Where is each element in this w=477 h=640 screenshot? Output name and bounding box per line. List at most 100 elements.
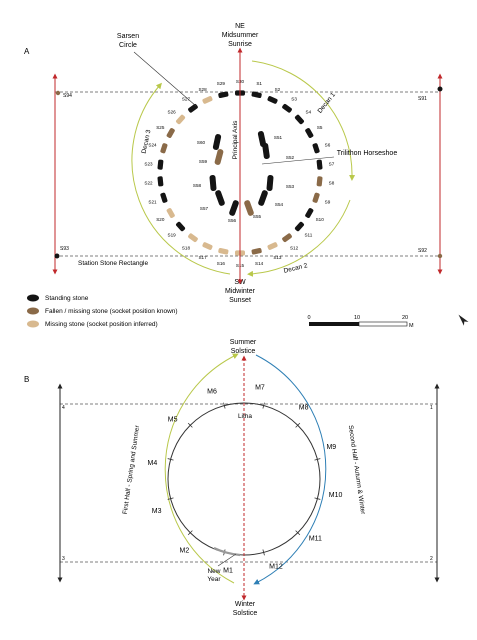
first-half-label: First Half - Spring and Summer [122,424,142,515]
legend-swatch-standing [27,294,39,302]
station-stone-marker [437,86,443,92]
trilithon-stone-label: S54 [275,202,284,207]
sarsen-stone-label: S10 [316,217,325,222]
sarsen-stone [312,192,320,203]
sarsen-stone [166,128,175,138]
decan-3-arc [131,82,231,275]
sarsen-stone [176,114,186,125]
trilithon-stone [258,190,268,206]
sarsen-stone [267,96,278,104]
new-year-leader [217,553,237,567]
scale-bar-empty [358,321,408,327]
sarsen-stone [251,91,262,98]
sarsen-stone [218,91,229,98]
sarsen-stone [218,248,229,255]
trilithon-stone-label: S60 [197,140,206,145]
sarsen-stone [202,242,213,250]
sarsen-stone-label: S1 [256,81,262,86]
month-tick [187,530,193,536]
scale-bar-filled [309,322,359,326]
legend-swatch-missing [27,320,39,328]
sarsen-stone-label: S4 [306,109,312,114]
ne-label-1: NE [235,23,245,30]
sarsen-stone-label: S24 [148,143,157,148]
second-half-label: Second Half - Autumn & Winter [347,425,367,516]
sarsen-stone [316,176,323,187]
trilithon-stone [214,149,224,165]
sarsen-stone-label: S27 [182,97,191,102]
trilithon-stone [209,174,217,192]
legend-fallen-label: Fallen / missing stone (socket position … [45,308,178,315]
month-label: M4 [148,460,158,467]
trilithon-stone-label: S55 [253,214,262,219]
month-label: M1 [223,568,233,575]
month-label: M10 [329,492,343,499]
second-half-arc [253,354,327,585]
sarsen-stone-label: S14 [255,261,264,266]
month-label: M8 [299,405,309,412]
trilithon-stone [244,200,254,216]
sarsen-stone-label: S19 [168,233,177,238]
legend-standing-label: Standing stone [45,295,89,302]
station-stone-marker [54,253,60,259]
trilithon-stone-label: S58 [193,183,202,188]
decan-1-arc [251,60,356,181]
sarsen-stone [157,159,164,170]
sarsen-stone [176,221,186,232]
panel-a-label: A [24,47,30,56]
sarsen-stone-label: S11 [304,233,312,238]
month-label: M5 [168,416,178,423]
new-year-2: Year [207,576,221,583]
new-year-marker [213,546,241,557]
month-tick [167,497,174,500]
station-stone-s92: S92 [418,248,427,254]
first-half-arc [164,353,239,584]
trilithon-leader [261,156,335,165]
sarsen-stone [282,103,292,113]
sarsen-stone-label: S22 [144,181,153,186]
month-tick [295,530,301,536]
sarsen-leader [133,51,197,107]
scale-tick-0: 0 [307,315,310,321]
winter-solstice-2: Solstice [233,610,258,617]
sarsen-label-1: Sarsen [117,33,139,40]
month-label: M6 [207,389,217,396]
ne-label-3: Sunrise [228,41,252,48]
sarsen-stone-label: S13 [273,255,282,260]
sarsen-stone [166,208,175,218]
sarsen-stone-label: S8 [329,181,335,186]
sarsen-stone [202,96,213,104]
sarsen-stone [160,192,168,203]
trilithon-stone [215,190,225,206]
sarsen-stone-label: S12 [290,245,299,250]
trilithon-stone-label: S56 [228,218,237,223]
north-arrow-icon [458,314,469,326]
legend-missing-label: Missing stone (socket position inferred) [45,321,158,328]
decan-2-label: Decan 2 [283,262,309,275]
litha-label: Litha [238,413,252,420]
sarsen-stone [251,248,262,255]
sarsen-stone [312,143,320,154]
station-stone-s94: S94 [63,93,72,99]
sarsen-stone-label: S5 [317,125,323,130]
trilithon-label: Trilithon Horseshoe [337,150,398,157]
principal-axis-label: Principal Axis [232,120,239,159]
trilithon-stone-label: S52 [286,155,295,160]
panel-b-label: B [24,375,29,384]
month-tick [295,422,301,428]
ne-label-2: Midsummer [222,32,259,39]
sarsen-stone [305,128,314,138]
month-tick [223,402,226,409]
sarsen-stone-label: S20 [156,217,165,222]
trilithon-stone [266,174,274,192]
station-stone-s93: S93 [60,246,69,252]
trilithon-stone-label: S57 [200,206,209,211]
month-tick [314,458,321,461]
corner-4: 4 [62,405,65,411]
winter-solstice-1: Winter [235,601,256,608]
legend: Standing stone Fallen / missing stone (s… [27,294,178,328]
trilithon-stone [262,142,270,160]
sarsen-stone [188,233,198,243]
trilithon-stone [212,134,222,150]
